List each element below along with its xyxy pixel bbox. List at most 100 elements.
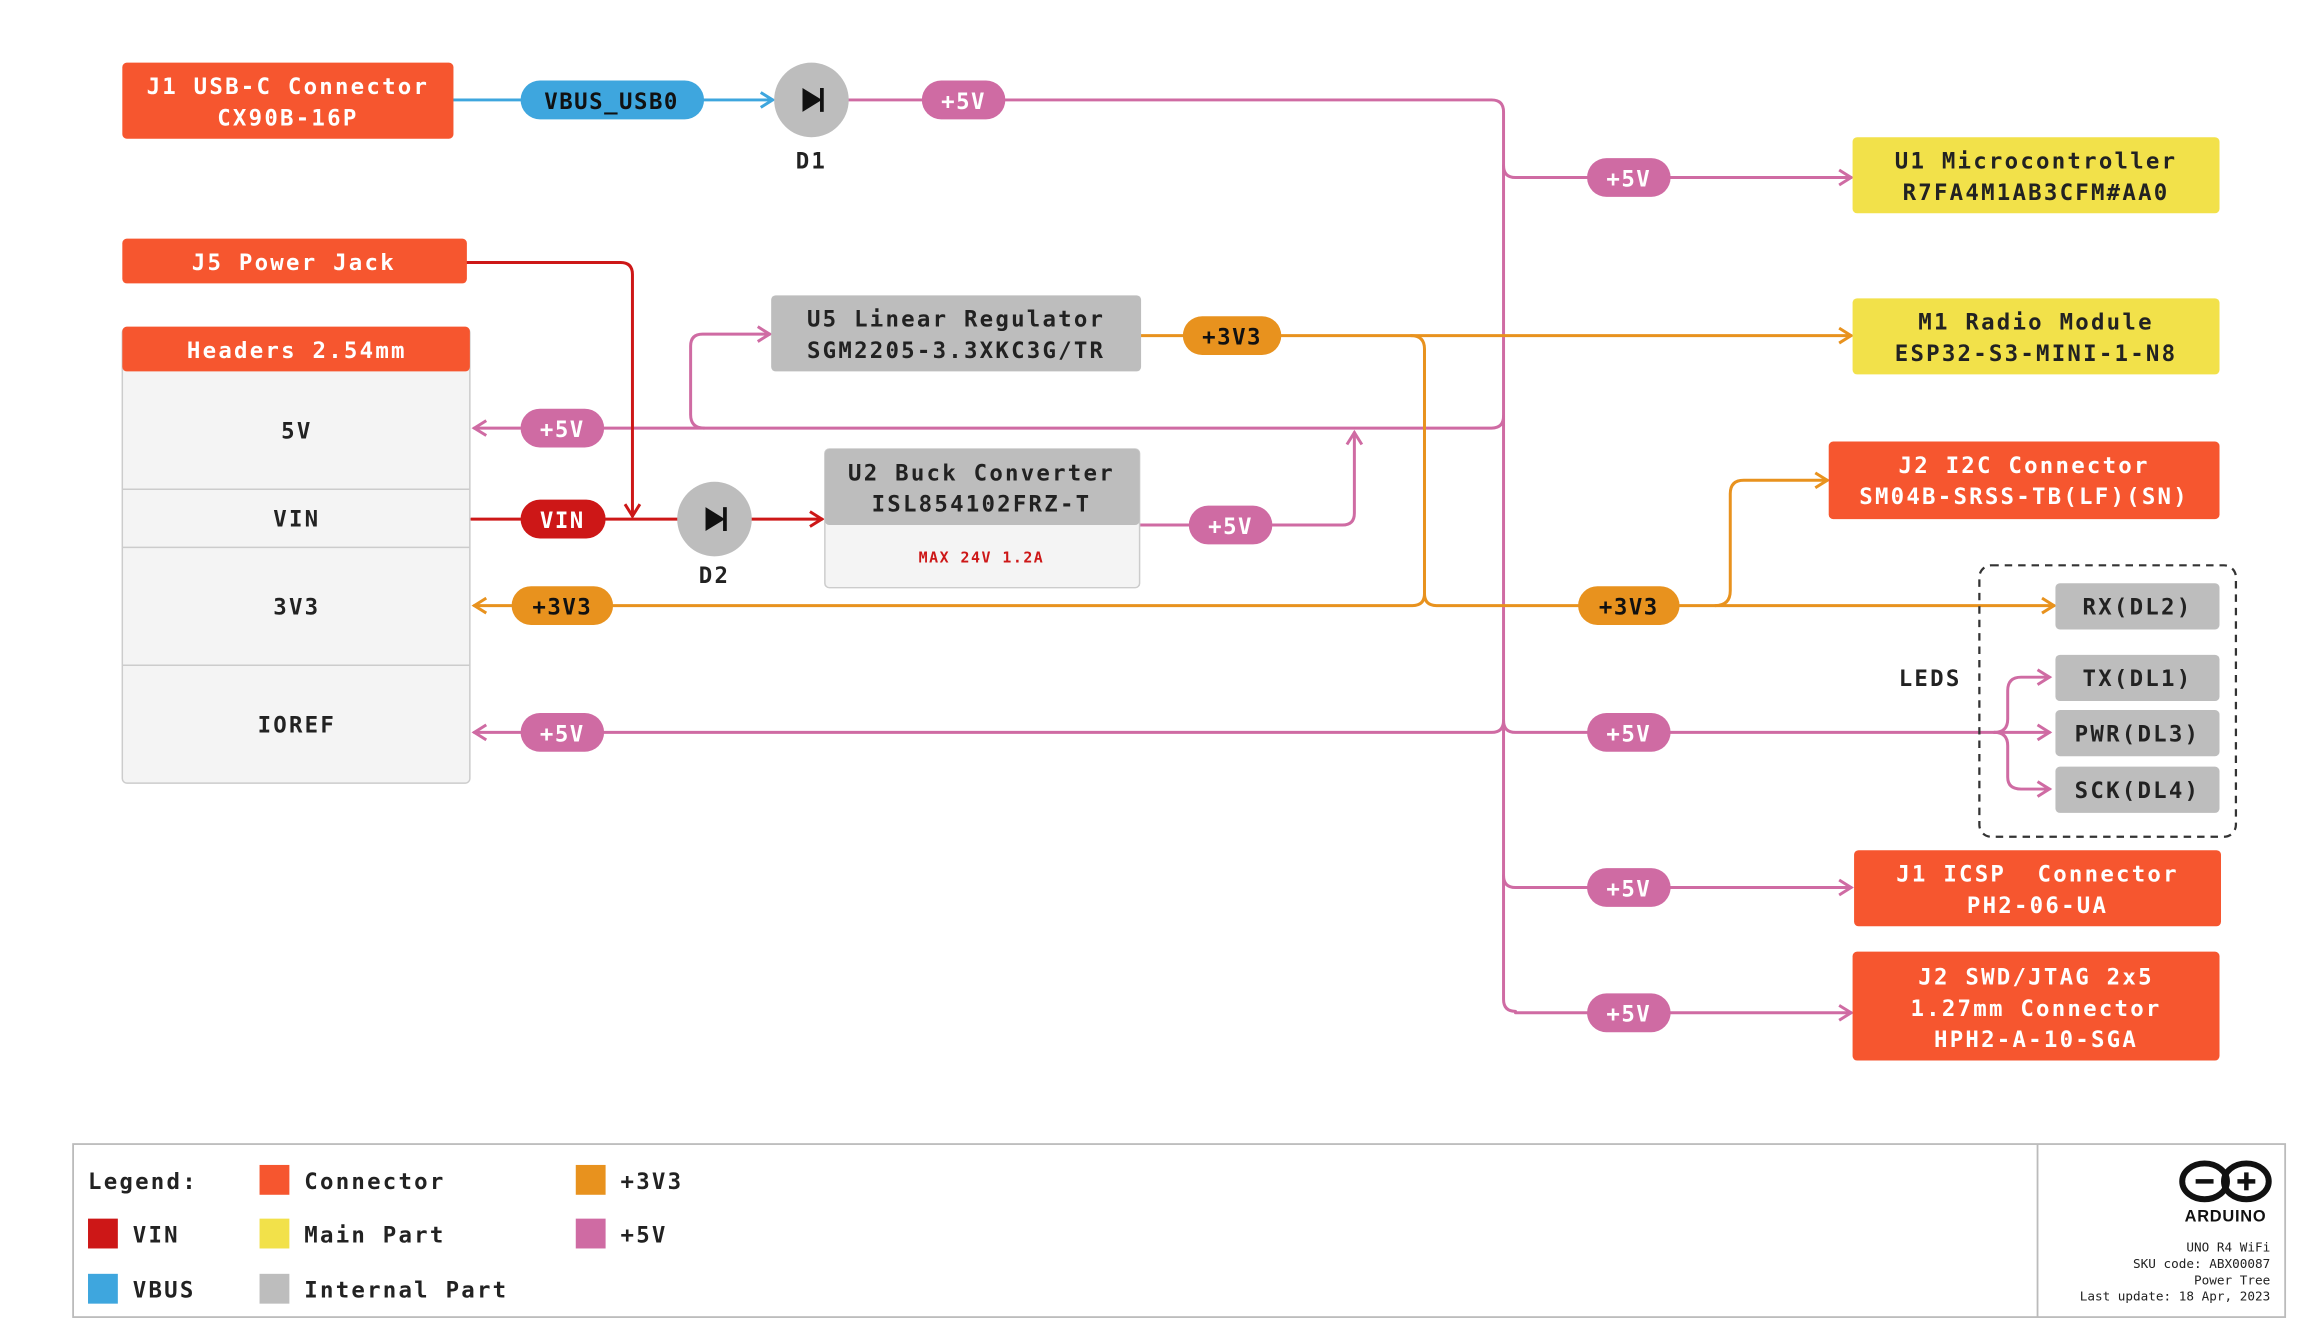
legend-swatch-connector — [259, 1164, 290, 1195]
d2-label: D2 — [699, 563, 730, 589]
legend-label-vbus: VBUS — [133, 1278, 196, 1304]
u5-linear-regulator: U5 Linear Regulator SGM2205-3.3XKC3G/TR — [771, 295, 1142, 372]
diode-d2: D2 — [677, 481, 752, 589]
net-label-3v3-header: +3V3 — [511, 586, 614, 625]
j2-swd-jtag-connector: J2 SWD/JTAG 2x5 1.27mm Connector HPH2-A-… — [1852, 951, 2220, 1061]
wire-5v-to-u5 — [689, 325, 773, 430]
wire-5v-led-sck — [1992, 730, 2053, 798]
footer-doc: Power Tree — [2194, 1272, 2270, 1287]
header-row-vin: VIN — [273, 507, 320, 533]
u2-buck-converter: U2 Buck Converter ISL854102FRZ-T MAX 24V… — [824, 448, 1141, 589]
m1-title: M1 Radio Module — [1918, 310, 2153, 336]
j5-title: J5 Power Jack — [192, 250, 396, 276]
wire-3v3-to-rx — [1422, 592, 2057, 615]
j1-icsp-part: PH2-06-UA — [1967, 893, 2108, 919]
headers-2-54mm: Headers 2.54mm 5V VIN 3V3 IOREF — [121, 326, 471, 784]
legend-label-connector: Connector — [304, 1169, 445, 1195]
net-label-5v-icsp-text: +5V — [1606, 876, 1651, 902]
legend-swatch-5v — [575, 1218, 606, 1249]
j1-usbc-title: J1 USB-C Connector — [147, 74, 430, 100]
net-label-vin: VIN — [520, 499, 606, 539]
legend-label-internal: Internal Part — [304, 1278, 508, 1304]
net-label-5v-ioref-text: +5V — [540, 721, 585, 747]
u5-part: SGM2205-3.3XKC3G/TR — [807, 338, 1105, 364]
j2-swd-sub: 1.27mm Connector — [1910, 996, 2161, 1022]
footer-sku: SKU code: ABX00087 — [2133, 1256, 2270, 1271]
header-row-3v3: 3V3 — [273, 595, 320, 621]
led-tx: TX(DL1) — [2083, 666, 2193, 692]
u2-title: U2 Buck Converter — [848, 460, 1115, 486]
u1-microcontroller: U1 Microcontroller R7FA4M1AB3CFM#AA0 — [1852, 137, 2220, 214]
wire-5v-buck-out — [1138, 429, 1364, 527]
j2-i2c-connector: J2 I2C Connector SM04B-SRSS-TB(LF)(SN) — [1828, 441, 2220, 520]
net-label-5v-d1-text: +5V — [941, 89, 986, 115]
wire-5v-led-tx — [1992, 668, 2053, 734]
leds-label: LEDS — [1899, 666, 1962, 692]
net-label-5v-swd: +5V — [1587, 993, 1671, 1033]
wire-5v-to-leds — [1502, 718, 1996, 734]
u1-title: U1 Microcontroller — [1895, 149, 2178, 175]
net-label-5v-ioref: +5V — [520, 712, 605, 752]
net-label-5v-d1: +5V — [921, 80, 1006, 120]
wire-5v-trunk — [847, 98, 1517, 1013]
net-label-5v-header-text: +5V — [540, 417, 585, 443]
net-label-3v3-u5-text: +3V3 — [1202, 325, 1262, 351]
net-label-vbus-usb0: VBUS_USB0 — [520, 80, 705, 120]
footer-updated: Last update: 18 Apr, 2023 — [2080, 1289, 2271, 1304]
diode-d1: D1 — [774, 62, 849, 175]
wire-5v-to-header5v — [471, 414, 1506, 437]
d1-label: D1 — [796, 149, 827, 175]
net-label-5v-leds-text: +5V — [1606, 721, 1651, 747]
leds-group: LEDS RX(DL2) TX(DL1) PWR(DL3) SCK(DL4) — [1899, 564, 2238, 838]
led-sck: SCK(DL4) — [2075, 778, 2201, 804]
legend-swatch-3v3 — [575, 1164, 606, 1195]
wire-vin-jack — [465, 261, 642, 519]
legend-swatch-vin — [88, 1218, 118, 1249]
headers-title: Headers 2.54mm — [187, 338, 407, 364]
net-label-vin-text: VIN — [540, 508, 585, 534]
j1-usbc-connector: J1 USB-C Connector CX90B-16P — [122, 62, 454, 139]
net-label-5v-u1-text: +5V — [1606, 166, 1651, 192]
m1-radio-module: M1 Radio Module ESP32-S3-MINI-1-N8 — [1852, 298, 2220, 375]
net-label-5v-leds: +5V — [1587, 712, 1671, 752]
net-label-5v-u1: +5V — [1587, 158, 1671, 197]
j2-swd-title: J2 SWD/JTAG 2x5 — [1918, 964, 2153, 990]
u2-part: ISL854102FRZ-T — [872, 492, 1092, 518]
m1-part: ESP32-S3-MINI-1-N8 — [1895, 341, 2178, 367]
j2-i2c-title: J2 I2C Connector — [1899, 453, 2150, 479]
legend-label-main-part: Main Part — [304, 1223, 445, 1249]
net-label-vbus-text: VBUS_USB0 — [544, 89, 679, 115]
arduino-brand: ARDUINO — [2185, 1208, 2267, 1226]
legend-swatch-internal — [259, 1273, 290, 1304]
legend-label-5v: +5V — [621, 1223, 668, 1249]
j1-icsp-connector: J1 ICSP Connector PH2-06-UA — [1854, 850, 2222, 927]
legend-title: Legend: — [88, 1169, 198, 1195]
legend-swatch-main-part — [259, 1218, 290, 1249]
wire-5v-to-icsp — [1502, 874, 1854, 897]
j2-i2c-part: SM04B-SRSS-TB(LF)(SN) — [1859, 484, 2189, 510]
net-label-3v3-right: +3V3 — [1578, 586, 1680, 625]
wire-3v3-to-i2c — [1713, 471, 1831, 608]
u5-title: U5 Linear Regulator — [807, 307, 1105, 333]
u2-note: MAX 24V 1.2A — [919, 548, 1045, 566]
net-label-3v3-u5: +3V3 — [1182, 316, 1282, 356]
header-row-5v: 5V — [281, 419, 312, 445]
legend-panel: Legend: Connector +3V3 VIN Main Part +5V… — [72, 1143, 2287, 1318]
net-label-5v-buck-text: +5V — [1208, 514, 1253, 540]
net-label-5v-icsp: +5V — [1587, 868, 1671, 907]
net-label-3v3-right-text: +3V3 — [1599, 595, 1659, 621]
arduino-footer: ARDUINO UNO R4 WiFi SKU code: ABX00087 P… — [2080, 1160, 2272, 1304]
j2-swd-part: HPH2-A-10-SGA — [1934, 1027, 2138, 1053]
j5-power-jack: J5 Power Jack — [122, 238, 467, 284]
j1-usbc-part: CX90B-16P — [217, 105, 358, 131]
legend-swatch-vbus — [88, 1273, 118, 1304]
header-row-ioref: IOREF — [258, 712, 337, 738]
footer-product: UNO R4 WiFi — [2186, 1239, 2270, 1254]
legend-label-3v3: +3V3 — [621, 1169, 684, 1195]
led-rx: RX(DL2) — [2083, 595, 2193, 621]
j1-icsp-title: J1 ICSP Connector — [1896, 862, 2179, 888]
legend-label-vin: VIN — [133, 1223, 180, 1249]
net-label-5v-swd-text: +5V — [1606, 1002, 1651, 1028]
net-label-5v-header: +5V — [520, 408, 605, 448]
